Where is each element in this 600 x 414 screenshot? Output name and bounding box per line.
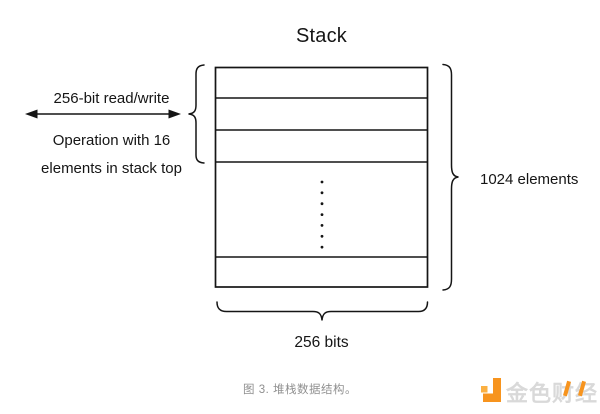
stack-rect <box>214 66 429 288</box>
ellipsis-dots-icon <box>320 180 324 249</box>
bottom-brace <box>216 301 429 321</box>
figure-caption: 图 3. 堆栈数据结构。 <box>243 384 357 396</box>
jinse-logo-icon <box>481 378 501 402</box>
left-annotation-line2: Operation with 16 <box>52 132 171 149</box>
jinse-logo: 金色财经 <box>479 374 597 406</box>
bottom-annotation: 256 bits <box>294 334 349 351</box>
stack-row-dividers <box>215 97 428 258</box>
left-annotation-line1: 256-bit read/write <box>53 90 170 107</box>
left-brace <box>188 64 205 164</box>
diagram-title: Stack <box>295 25 348 47</box>
left-annotation-line3: elements in stack top <box>41 160 182 177</box>
right-annotation: 1024 elements <box>480 171 579 188</box>
right-brace <box>442 63 459 291</box>
double-arrow-icon <box>25 109 181 119</box>
